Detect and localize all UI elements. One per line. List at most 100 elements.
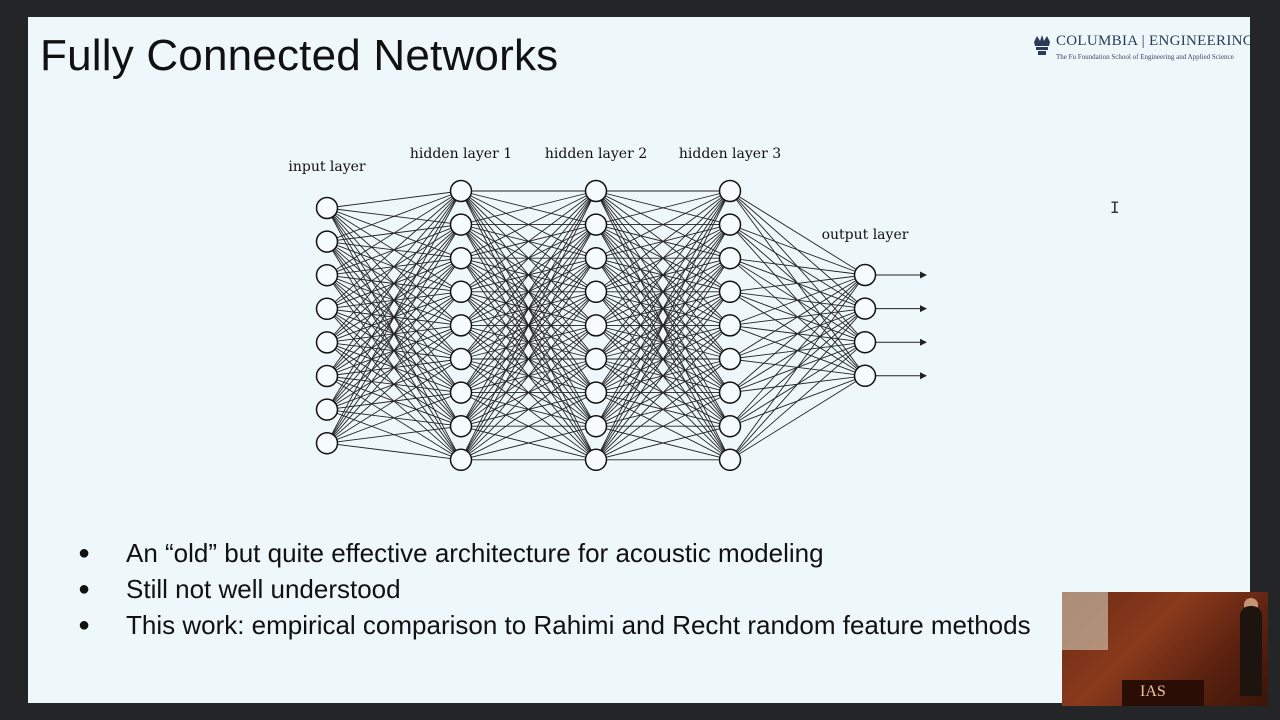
connection-line: [595, 392, 731, 461]
bullet-dot: ●: [78, 614, 91, 636]
neuron: [315, 196, 339, 220]
neuron: [449, 246, 473, 270]
connection-line: [460, 190, 597, 259]
connection-line: [326, 442, 462, 461]
connection-line: [326, 325, 462, 444]
neuron: [449, 347, 473, 371]
connection-line: [729, 274, 866, 427]
connection-line: [326, 190, 462, 243]
neuron: [584, 179, 608, 203]
text-cursor-icon: I: [1110, 198, 1120, 217]
connection-line: [326, 190, 462, 377]
neuron: [315, 297, 339, 321]
connection-line: [729, 375, 866, 461]
crown-icon: [1034, 35, 1050, 55]
connection-line: [326, 190, 462, 310]
layer-label: hidden layer 1: [410, 146, 512, 162]
neuron: [584, 347, 608, 371]
neuron: [315, 331, 339, 354]
connection-line: [729, 274, 866, 461]
bullet-list: ● An “old” but quite effective architect…: [78, 535, 1088, 643]
connection-line: [460, 190, 597, 393]
connection-line: [595, 190, 731, 461]
connection-line: [729, 257, 866, 276]
connection-line: [595, 190, 731, 259]
connection-line: [326, 291, 462, 444]
connections: [326, 190, 866, 461]
output-arrowhead: [920, 271, 927, 279]
speaker: [1240, 606, 1262, 696]
connection-line: [595, 291, 731, 461]
neuron: [449, 314, 473, 337]
connection-line: [595, 190, 731, 326]
neuron: [718, 280, 742, 304]
neuron: [584, 381, 608, 404]
connection-line: [595, 224, 731, 461]
neuron: [584, 314, 608, 337]
neuron: [718, 246, 742, 270]
neuron: [449, 213, 473, 236]
connection-line: [326, 190, 462, 410]
connection-line: [595, 190, 731, 360]
neuron: [449, 448, 473, 472]
connection-line: [460, 291, 597, 461]
connection-line: [595, 425, 731, 461]
neuron: [584, 280, 608, 304]
bullet-item: ● Still not well understood: [78, 571, 1088, 607]
layer-label: output layer: [822, 227, 909, 243]
neuron: [718, 347, 742, 371]
output-arrowhead: [920, 305, 927, 313]
slide-title: Fully Connected Networks: [40, 31, 559, 80]
connection-line: [460, 224, 597, 461]
neuron: [315, 364, 339, 388]
neuron: [315, 230, 339, 253]
connection-line: [729, 341, 866, 461]
bullet-item: ● This work: empirical comparison to Rah…: [78, 607, 1088, 643]
neuron: [718, 314, 742, 337]
connection-line: [326, 190, 462, 276]
neuron: [584, 414, 608, 438]
podium: [1122, 680, 1204, 706]
neuron: [449, 414, 473, 438]
connection-line: [595, 190, 731, 393]
connection-line: [729, 274, 866, 360]
connection-line: [460, 190, 597, 360]
connection-line: [460, 190, 597, 461]
connection-line: [595, 190, 731, 293]
neuron: [853, 330, 877, 354]
connection-line: [460, 190, 597, 226]
neuron: [315, 431, 339, 455]
neuron: [584, 246, 608, 270]
connection-line: [729, 308, 866, 461]
bullet-text: Still not well understood: [126, 574, 401, 604]
connection-line: [729, 224, 866, 276]
bullet-item: ● An “old” but quite effective architect…: [78, 535, 1088, 571]
projector-screen: [1062, 592, 1108, 650]
neuron: [718, 414, 742, 438]
connection-line: [729, 274, 866, 293]
neuron: [449, 280, 473, 304]
neuron: [853, 364, 877, 388]
bullet-text: An “old” but quite effective architectur…: [126, 538, 824, 568]
bullet-dot: ●: [78, 578, 91, 600]
logo-name: COLUMBIA | ENGINEERING: [1056, 33, 1250, 49]
connection-line: [326, 358, 462, 444]
neuron: [718, 213, 742, 236]
neuron: [449, 179, 473, 203]
podium-label: IAS: [1140, 683, 1166, 700]
connection-line: [460, 358, 597, 461]
connection-line: [595, 325, 731, 461]
slide: Fully Connected Networks COLUMBIA | ENGI…: [28, 17, 1250, 703]
output-arrowhead: [920, 338, 927, 346]
logo-subtitle: The Fu Foundation School of Engineering …: [1056, 53, 1234, 61]
connection-line: [326, 257, 462, 444]
neuron: [449, 381, 473, 404]
connection-line: [326, 190, 462, 209]
bullet-text: This work: empirical comparison to Rahim…: [126, 610, 1031, 640]
connection-line: [595, 257, 731, 461]
connection-line: [460, 257, 597, 461]
neuron: [718, 448, 742, 472]
connection-line: [460, 190, 597, 427]
connection-line: [595, 358, 731, 461]
